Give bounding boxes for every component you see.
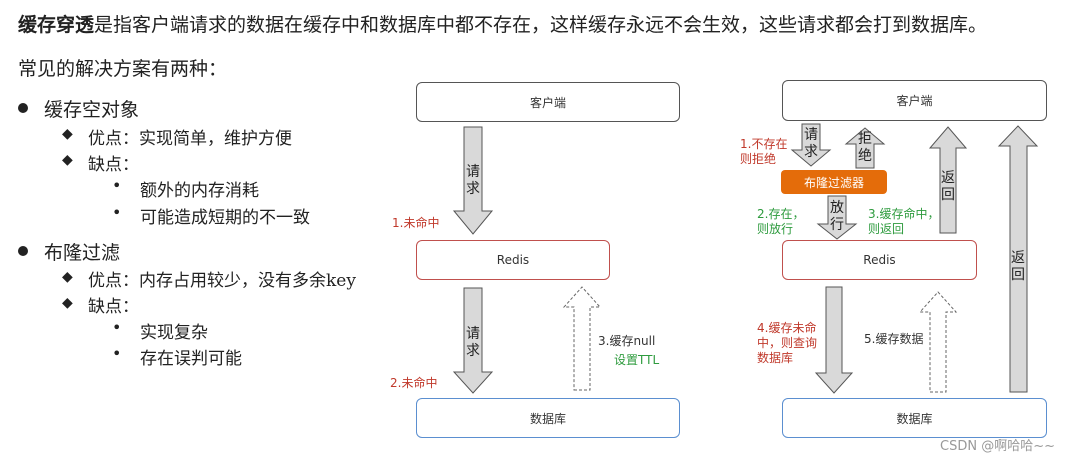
right-cache-hit: 3.缓存命中， 则返回 — [868, 207, 940, 236]
solution-1-name: 缓存空对象 — [44, 99, 140, 121]
left-db-box: 数据库 — [416, 398, 680, 438]
right-cache-data: 5.缓存数据 — [864, 332, 924, 346]
diamond-bullet-icon: ◆ — [62, 126, 73, 142]
solution-2-con-1: 实现复杂 — [140, 323, 208, 343]
arrow-pass — [816, 195, 858, 240]
solution-1-cons-label: 缺点： — [88, 155, 139, 175]
small-bullet-icon: • — [112, 344, 122, 363]
right-client-box: 客户端 — [782, 80, 1047, 121]
arrow-cache-miss — [814, 286, 854, 394]
left-miss-2: 2.未命中 — [390, 376, 438, 390]
small-bullet-icon: • — [112, 203, 122, 222]
solution-1-con-1: 额外的内存消耗 — [140, 181, 259, 201]
left-cache-null: 3.缓存null — [598, 334, 656, 348]
right-redis-box: Redis — [782, 240, 977, 280]
intro-rest: 是指客户端请求的数据在缓存中和数据库中都不存在，这样缓存永远不会生效，这些请求都… — [94, 14, 988, 36]
small-bullet-icon: • — [112, 318, 122, 337]
right-db-box: 数据库 — [782, 398, 1047, 438]
right-bloom-filter-box: 布隆过滤器 — [781, 170, 887, 194]
right-not-exist: 1.不存在 则拒绝 — [740, 137, 788, 166]
solution-2-cons-label: 缺点： — [88, 297, 139, 317]
left-client-box: 客户端 — [416, 82, 680, 122]
bullet-dot-icon — [18, 103, 28, 113]
arrow-reject — [844, 127, 886, 169]
diamond-bullet-icon: ◆ — [62, 295, 73, 311]
left-set-ttl: 设置TTL — [614, 353, 660, 367]
intro-term: 缓存穿透 — [18, 14, 95, 36]
right-cache-miss: 4.缓存未命 中，则查询 数据库 — [757, 321, 818, 365]
left-miss-1: 1.未命中 — [392, 216, 440, 230]
diamond-bullet-icon: ◆ — [62, 269, 73, 285]
bullet-dot-icon — [18, 246, 28, 256]
solutions-subtitle: 常见的解决方案有两种： — [18, 58, 228, 80]
solution-2-pros: 优点：内存占用较少，没有多余key — [88, 271, 356, 291]
arrow-request-2 — [452, 287, 494, 394]
right-request-label: 请求 — [804, 127, 818, 160]
right-pass-label: 放行 — [830, 200, 844, 233]
left-request-label-1: 请求 — [466, 164, 480, 197]
small-bullet-icon: • — [112, 176, 122, 195]
arrow-request-1 — [452, 126, 494, 235]
arrow-cache-data — [918, 291, 958, 393]
right-reject-label: 拒绝 — [858, 131, 872, 164]
solution-2-con-2: 存在误判可能 — [140, 349, 242, 369]
left-request-label-2: 请求 — [466, 326, 480, 359]
arrow-return-2 — [997, 125, 1039, 393]
arrow-cache-null — [562, 286, 602, 391]
solution-1-pros: 优点：实现简单，维护方便 — [88, 129, 292, 149]
arrow-return-1 — [928, 126, 968, 234]
arrow-request-bloom — [790, 123, 832, 167]
intro-paragraph: 缓存穿透是指客户端请求的数据在缓存中和数据库中都不存在，这样缓存永远不会生效，这… — [18, 10, 987, 37]
solution-1-con-2: 可能造成短期的不一致 — [140, 208, 310, 228]
diamond-bullet-icon: ◆ — [62, 152, 73, 168]
left-redis-box: Redis — [416, 240, 610, 280]
right-exist: 2.存在， 则放行 — [757, 207, 805, 236]
solution-2-name: 布隆过滤 — [44, 242, 121, 264]
watermark: CSDN @啊哈哈~~ — [940, 439, 1055, 454]
right-return-label-1: 返回 — [941, 170, 955, 203]
right-return-label-2: 返回 — [1011, 250, 1025, 283]
